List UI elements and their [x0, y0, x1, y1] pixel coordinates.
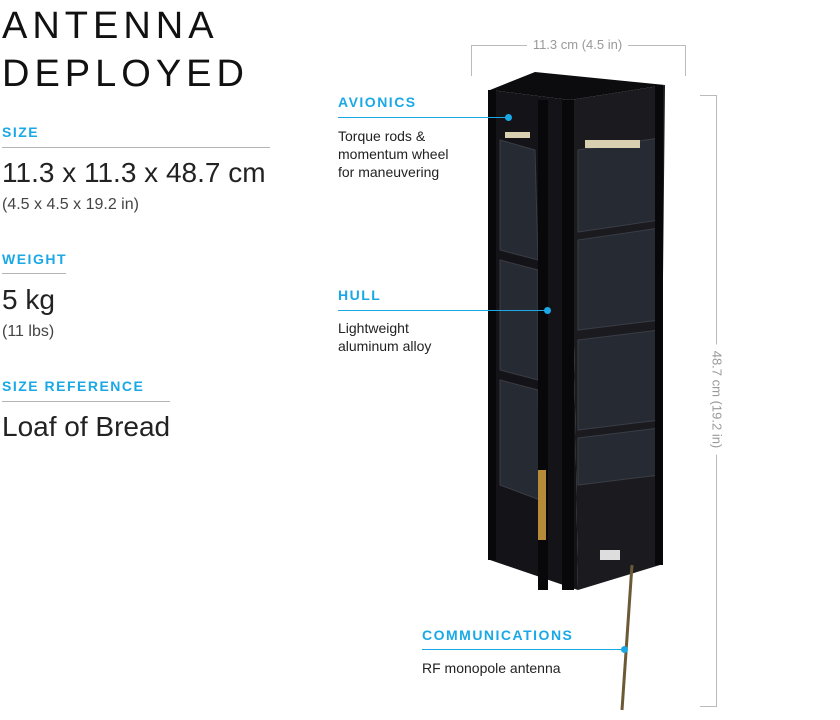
reference-divider — [2, 401, 170, 402]
avionics-line: for maneuvering — [338, 164, 440, 180]
title-line-2: DEPLOYED — [2, 53, 249, 95]
weight-divider — [2, 273, 66, 274]
avionics-leader — [338, 117, 508, 118]
hull-leader — [338, 310, 546, 311]
size-sub: (4.5 x 4.5 x 19.2 in) — [2, 196, 139, 213]
hull-line: aluminum alloy — [338, 338, 432, 354]
reference-label: SIZE REFERENCE — [2, 378, 145, 394]
avionics-line: Torque rods & — [338, 128, 426, 144]
communications-description: RF monopole antenna — [422, 660, 561, 676]
hull-line: Lightweight — [338, 320, 409, 336]
avionics-line: momentum wheel — [338, 146, 449, 162]
communications-marker — [621, 646, 628, 653]
avionics-marker — [505, 114, 512, 121]
communications-label: COMMUNICATIONS — [422, 627, 574, 643]
size-divider — [2, 147, 270, 148]
weight-label: WEIGHT — [2, 251, 67, 267]
width-dimension-text: 11.3 cm (4.5 in) — [526, 37, 629, 52]
page-title: ANTENNA DEPLOYED — [2, 2, 249, 98]
height-dimension-text: 48.7 cm (19.2 in) — [709, 344, 725, 455]
weight-sub: (11 lbs) — [2, 323, 55, 340]
cubesat-body — [488, 72, 665, 590]
communications-leader — [422, 649, 624, 650]
weight-value: 5 kg — [2, 284, 55, 315]
hull-label: HULL — [338, 287, 382, 303]
hull-description: Lightweight aluminum alloy — [338, 319, 431, 355]
avionics-description: Torque rods & momentum wheel for maneuve… — [338, 127, 449, 181]
size-label: SIZE — [2, 124, 40, 140]
size-value: 11.3 x 11.3 x 48.7 cm — [2, 157, 266, 188]
avionics-label: AVIONICS — [338, 94, 417, 110]
hull-marker — [544, 307, 551, 314]
title-line-1: ANTENNA — [2, 5, 219, 47]
cubesat-illustration — [488, 72, 665, 711]
height-dimension: 48.7 cm (19.2 in) — [709, 300, 725, 500]
reference-value: Loaf of Bread — [2, 411, 171, 442]
antenna — [620, 564, 634, 711]
width-dimension: 11.3 cm (4.5 in) — [471, 37, 684, 52]
